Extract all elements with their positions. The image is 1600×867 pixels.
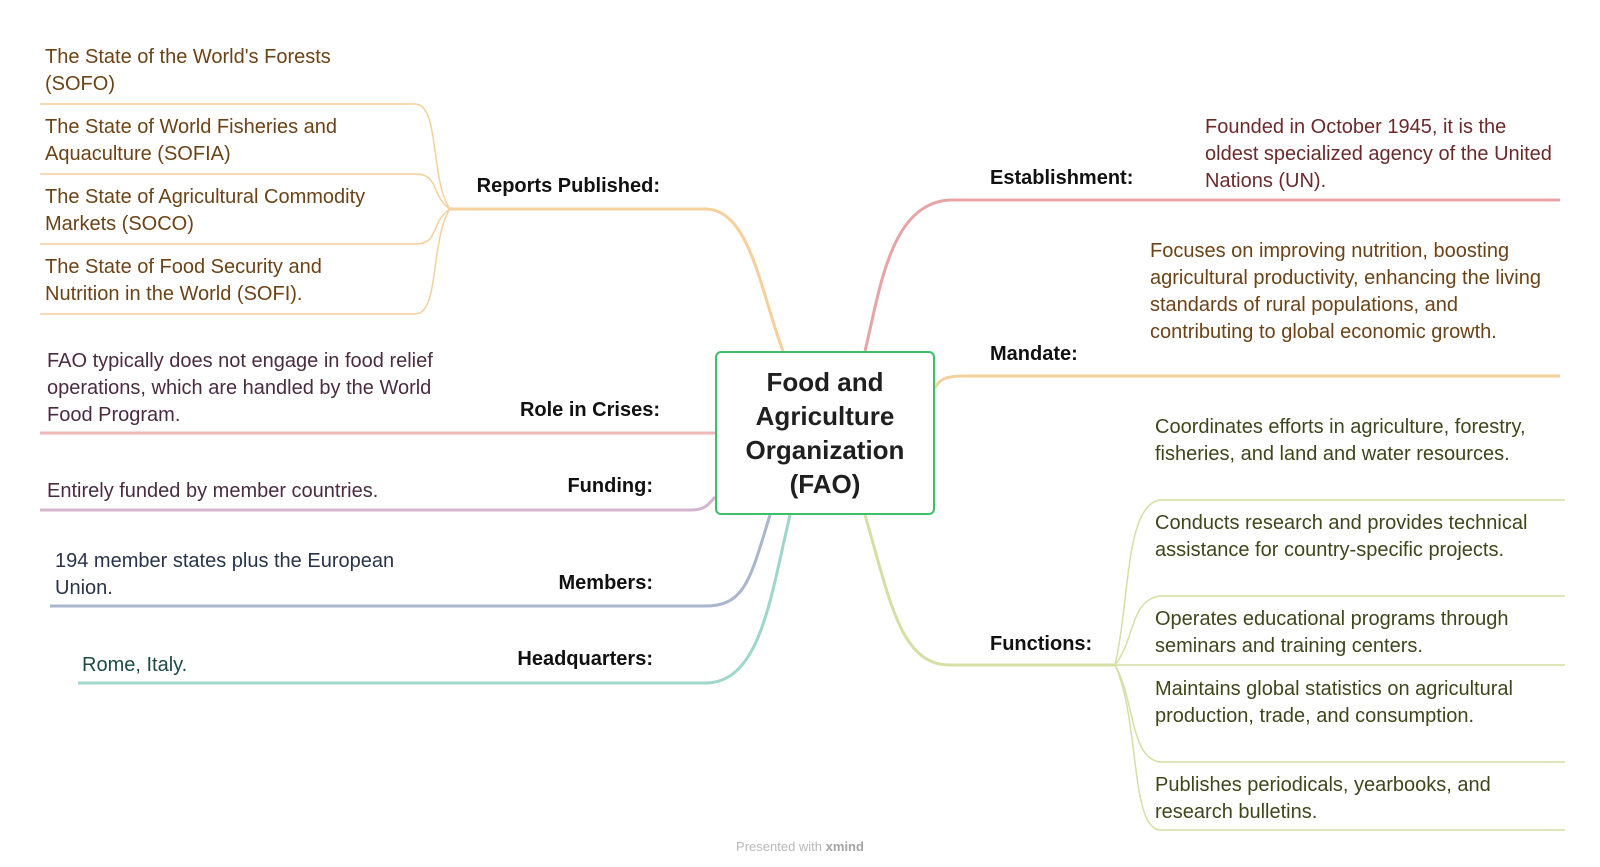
presented-with-footer: Presented with xmind bbox=[0, 839, 1600, 854]
connector-headquarters bbox=[78, 514, 792, 685]
central-topic[interactable]: Food and Agriculture Organization (FAO) bbox=[715, 351, 935, 515]
functions-item-0[interactable]: Coordinates efforts in agriculture, fore… bbox=[1155, 416, 1526, 465]
connector-functions-fanout bbox=[1114, 499, 1565, 831]
branch-establishment[interactable]: Establishment: bbox=[990, 167, 1134, 189]
establishment-item-0[interactable]: Founded in October 1945, it is the oldes… bbox=[1205, 116, 1552, 192]
mandate-item-0[interactable]: Focuses on improving nutrition, boosting… bbox=[1150, 240, 1541, 343]
branch-functions[interactable]: Functions: bbox=[990, 633, 1093, 655]
connector-reports-fanout bbox=[40, 103, 451, 315]
branch-funding[interactable]: Funding: bbox=[567, 475, 653, 497]
reports-item-0[interactable]: The State of the World's Forests (SOFO) bbox=[45, 46, 331, 95]
reports-item-2[interactable]: The State of Agricultural Commodity Mark… bbox=[45, 186, 366, 235]
headquarters-item-0[interactable]: Rome, Italy. bbox=[82, 654, 188, 676]
connector-functions bbox=[863, 514, 1115, 667]
connector-establishment bbox=[863, 198, 1560, 352]
xmind-brand: xmind bbox=[825, 839, 864, 854]
functions-item-2[interactable]: Operates educational programs through se… bbox=[1155, 608, 1509, 657]
branch-crises[interactable]: Role in Crises: bbox=[519, 399, 660, 421]
members-item-0[interactable]: 194 member states plus the European Unio… bbox=[55, 550, 395, 599]
functions-item-3[interactable]: Maintains global statistics on agricultu… bbox=[1155, 678, 1513, 727]
branch-members[interactable]: Members: bbox=[558, 572, 653, 594]
branch-reports[interactable]: Reports Published: bbox=[476, 175, 660, 197]
functions-item-1[interactable]: Conducts research and provides technical… bbox=[1155, 512, 1528, 561]
functions-item-4[interactable]: Publishes periodicals, yearbooks, and re… bbox=[1155, 774, 1491, 823]
footer-prefix: Presented with bbox=[736, 839, 823, 854]
crises-item-0[interactable]: FAO typically does not engage in food re… bbox=[47, 350, 433, 426]
connector-reports bbox=[450, 207, 785, 352]
connector-members bbox=[50, 514, 772, 608]
funding-item-0[interactable]: Entirely funded by member countries. bbox=[47, 480, 379, 502]
reports-item-3[interactable]: The State of Food Security and Nutrition… bbox=[45, 256, 322, 305]
reports-item-1[interactable]: The State of World Fisheries and Aquacul… bbox=[45, 116, 337, 165]
branch-mandate[interactable]: Mandate: bbox=[990, 343, 1078, 365]
branch-headquarters[interactable]: Headquarters: bbox=[517, 648, 653, 670]
connector-funding bbox=[40, 496, 717, 512]
connector-mandate bbox=[933, 374, 1560, 389]
